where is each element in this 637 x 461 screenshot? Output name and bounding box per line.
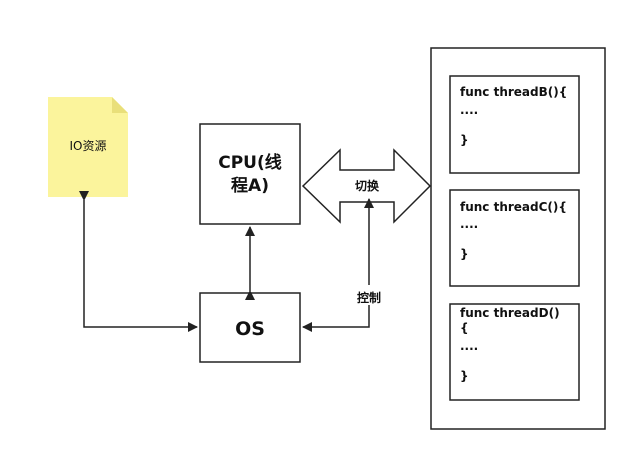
thread-b-header: func threadB(){	[460, 85, 567, 99]
io-note-fold	[112, 97, 128, 113]
thread-b-body: ....	[460, 103, 478, 117]
thread-d-header: func threadD()	[460, 306, 560, 320]
thread-b-box: func threadB(){ .... }	[449, 75, 580, 174]
thread-d-box: func threadD() { .... }	[449, 303, 580, 401]
thread-c-header: func threadC(){	[460, 200, 567, 214]
cpu-label-line2: 程A)	[231, 176, 269, 196]
cpu-box: CPU(线 程A)	[199, 123, 301, 225]
io-note-label: IO资源	[70, 139, 107, 153]
os-label: OS	[235, 318, 265, 340]
io-note-shape	[48, 97, 128, 197]
switch-arrow: 切换	[301, 148, 432, 224]
thread-d-header2: {	[460, 321, 469, 335]
io-os-connector	[79, 191, 198, 332]
thread-c-body: ....	[460, 217, 478, 231]
io-resource-note: IO资源	[48, 97, 128, 197]
os-box: OS	[199, 292, 301, 363]
thread-d-body: ....	[460, 339, 478, 353]
control-label: 控制	[357, 290, 381, 305]
thread-c-box: func threadC(){ .... }	[449, 189, 580, 287]
thread-c-close: }	[460, 247, 469, 261]
cpu-label-line1: CPU(线	[218, 152, 282, 173]
thread-b-close: }	[460, 133, 469, 147]
thread-d-close: }	[460, 369, 469, 383]
switch-label: 切换	[355, 178, 380, 193]
